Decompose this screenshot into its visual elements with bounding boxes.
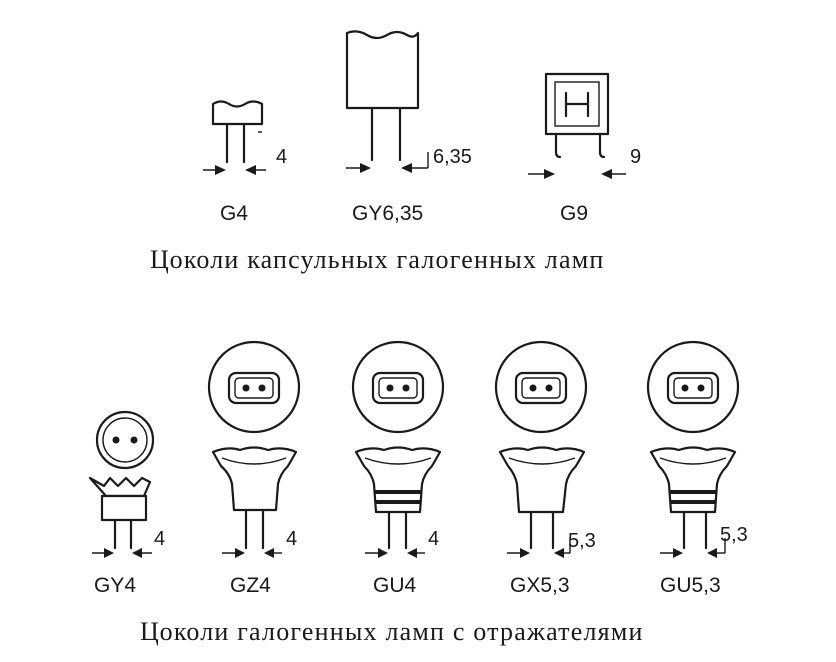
base-gy4: 4 GY4	[88, 410, 165, 597]
gu4-dimension-label: 4	[428, 528, 439, 550]
gz4-dimension-marker	[222, 548, 282, 558]
g9-base-label: G9	[560, 202, 588, 225]
base-gz4: 4 GZ4	[207, 340, 301, 597]
bottom-caption: Цоколи галогенных ламп с отражателями	[140, 617, 644, 646]
base-gu53: 5,3 GU5,3	[646, 340, 748, 597]
gy635-base-label: GY6,35	[352, 202, 423, 225]
gy4-side-view	[88, 476, 152, 550]
gy4-dimension-marker	[92, 548, 152, 558]
g4-base-label: G4	[220, 202, 248, 225]
gx53-reflector-side-view	[498, 446, 586, 550]
gz4-base-label: GZ4	[230, 574, 271, 597]
gu53-base-label: GU5,3	[660, 574, 721, 597]
g9-capsule-drawing	[544, 72, 610, 159]
base-gx53: 5,3 GX5,3	[494, 340, 596, 597]
gx53-top-view	[494, 340, 588, 434]
gu4-base-label: GU4	[373, 574, 417, 597]
gy635-dimension-label: 6,35	[433, 146, 472, 168]
gy4-dimension-label: 4	[154, 528, 165, 550]
gu53-reflector-side-view	[649, 446, 737, 550]
gx53-dimension-marker	[507, 540, 571, 558]
base-gu4: 4 GU4	[351, 340, 445, 597]
base-gy635: 6,35 GY6,35	[345, 30, 472, 225]
gu53-top-view	[646, 340, 740, 434]
gy635-dimension-marker	[346, 152, 429, 173]
g9-dimension-label: 9	[630, 146, 641, 168]
base-g4: 4 G4	[203, 100, 287, 225]
g4-capsule-drawing	[211, 100, 264, 164]
gy635-capsule-drawing	[345, 30, 420, 162]
g9-dimension-marker	[528, 169, 626, 179]
gu4-reflector-side-view	[354, 446, 442, 550]
gz4-dimension-label: 4	[286, 528, 297, 550]
gy4-base-label: GY4	[94, 574, 136, 597]
g4-dimension-marker	[203, 165, 266, 175]
top-caption: Цоколи капсульных галогенных ламп	[150, 245, 604, 274]
gu4-dimension-marker	[365, 548, 425, 558]
gu53-dimension-label: 5,3	[720, 524, 748, 546]
gy4-top-view	[95, 410, 155, 470]
gx53-base-label: GX5,3	[510, 574, 570, 597]
gz4-top-view	[207, 340, 301, 434]
gx53-dimension-label: 5,3	[568, 530, 596, 552]
gz4-reflector-side-view	[211, 446, 298, 550]
gu53-dimension-marker	[660, 538, 726, 558]
base-g9: 9 G9	[528, 72, 641, 225]
g4-dimension-label: 4	[276, 146, 287, 168]
gu4-top-view	[351, 340, 445, 434]
